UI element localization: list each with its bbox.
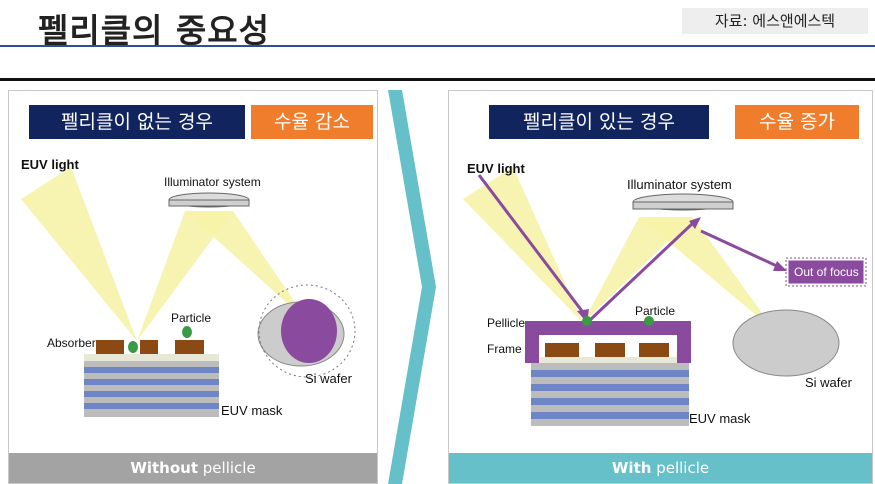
mask-layer: [531, 391, 689, 398]
euv-beam-reflect: [583, 217, 693, 323]
arrowhead-reflected: [689, 217, 701, 229]
mask-layer: [84, 367, 219, 373]
out-of-focus-label: Out of focus: [794, 265, 859, 279]
mask-layer: [84, 373, 219, 379]
mask-layer: [84, 391, 219, 397]
footer-with-pellicle: With pellicle: [449, 453, 872, 483]
footer-bold: With: [611, 459, 652, 477]
result-label-increase: 수율 증가: [735, 105, 859, 139]
euv-light-label: EUV light: [21, 157, 79, 172]
mask-layer: [531, 363, 689, 370]
footer-bold: Without: [130, 459, 199, 477]
out-of-focus-box: [788, 260, 864, 284]
particle: [182, 326, 192, 338]
footer-without-pellicle: Without pellicle: [9, 453, 377, 483]
euv-beam-in: [463, 167, 583, 323]
mask-top: [84, 354, 219, 361]
arrow-incoming: [477, 174, 587, 316]
euv-light-label: EUV light: [467, 161, 525, 176]
footer-rest: pellicle: [651, 459, 710, 477]
absorber-block: [545, 343, 579, 357]
mask-layer: [531, 370, 689, 377]
mask-layer: [531, 377, 689, 384]
pellicle-membrane: [525, 321, 691, 335]
absorber-block: [595, 343, 625, 357]
particle: [128, 341, 138, 353]
frame-label: Frame: [487, 342, 522, 356]
mask-layer: [84, 379, 219, 385]
si-wafer: [732, 309, 840, 377]
panel-without-pellicle: 펠리클이 없는 경우 수율 감소 Illuminator system EUV …: [8, 90, 378, 484]
mask-layer: [531, 384, 689, 391]
euv-beam-in: [21, 167, 137, 341]
euv-beam-reflect: [137, 211, 233, 341]
euv-beam-wafer: [185, 211, 309, 323]
illuminator-label: Illuminator system: [627, 177, 732, 192]
particle-label: Particle: [171, 311, 211, 325]
defect-spot: [281, 299, 337, 363]
condition-label-without: 펠리클이 없는 경우: [29, 105, 245, 139]
arrow-reflected: [587, 221, 695, 323]
mask-layer: [84, 361, 219, 367]
absorber-block: [96, 340, 124, 354]
mask-layer: [84, 403, 219, 409]
diagram-with-pellicle: Illuminator system EUV light Si wafer Ou…: [463, 161, 867, 426]
transition-arrow: [388, 90, 436, 484]
section-divider: [0, 78, 875, 81]
focus-outline: [258, 284, 356, 378]
condition-label-with: 펠리클이 있는 경우: [489, 105, 709, 139]
out-of-focus-outline: [785, 257, 867, 287]
result-label-decrease: 수율 감소: [251, 105, 373, 139]
mask-layer: [84, 385, 219, 391]
illuminator-body: [632, 201, 734, 210]
particle: [582, 316, 592, 326]
particle: [644, 316, 654, 326]
arrowhead-out-of-focus: [773, 261, 787, 271]
footer-rest: pellicle: [198, 459, 256, 477]
particle-label: Particle: [635, 304, 675, 318]
source-note: 자료: 에스앤에스텍: [682, 8, 868, 34]
euv-beam-wafer: [639, 217, 775, 331]
absorber-label: Absorber: [47, 336, 96, 350]
mask-layer: [84, 397, 219, 403]
illuminator-body: [168, 199, 250, 207]
arrow-shape: [388, 90, 436, 484]
pellicle-label: Pellicle: [487, 316, 525, 330]
arrow-out-of-focus: [700, 229, 780, 269]
mask-layer: [531, 398, 689, 405]
diagram-without-pellicle: Illuminator system EUV light Si wafer Pa…: [21, 157, 356, 418]
euv-mask-label: EUV mask: [689, 411, 751, 426]
page-title: 펠리클의 중요성: [38, 11, 271, 50]
mask-layer: [84, 409, 219, 417]
mask-layer: [531, 412, 689, 419]
illuminator-label: Illuminator system: [164, 175, 261, 189]
mask-layer: [531, 419, 689, 426]
absorber-block: [639, 343, 669, 357]
pellicle-frame-right: [677, 321, 691, 363]
mask-layer: [531, 405, 689, 412]
panel-with-pellicle: 펠리클이 있는 경우 수율 증가 Illuminator system EUV …: [448, 90, 873, 484]
si-wafer-label: Si wafer: [305, 371, 353, 386]
pellicle-frame-left: [525, 321, 539, 363]
absorber-block: [175, 340, 204, 354]
si-wafer-label: Si wafer: [805, 375, 853, 390]
title-underline: [0, 45, 875, 47]
absorber-block: [140, 340, 158, 354]
mask-top: [531, 357, 689, 363]
euv-mask-label: EUV mask: [221, 403, 283, 418]
